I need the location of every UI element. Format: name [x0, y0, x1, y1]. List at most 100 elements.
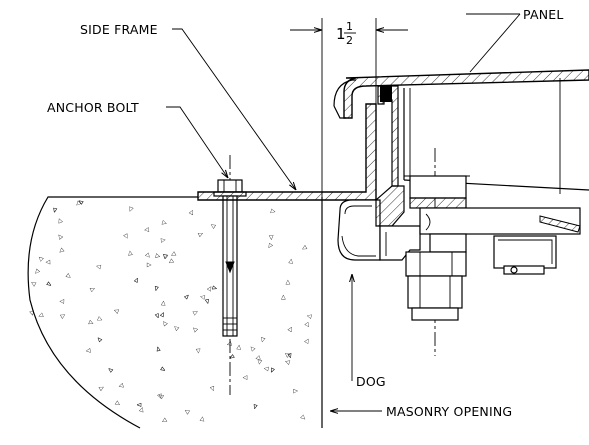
aggregate-speck: ∆ — [268, 365, 276, 374]
aggregate-speck: ◁ — [160, 236, 166, 244]
aggregate-speck: ◁ — [198, 416, 206, 422]
aggregate-speck: ◁ — [235, 344, 242, 350]
dimension-whole: 1 — [336, 25, 346, 43]
aggregate-speck: ∆ — [203, 297, 211, 305]
aggregate-speck: ◁ — [284, 358, 291, 366]
aggregate-speck: △ — [206, 284, 214, 293]
dimension-numerator: 1 — [346, 20, 353, 33]
aggregate-speck: △ — [209, 385, 216, 393]
aggregate-speck: △ — [98, 384, 107, 392]
aggregate-speck: ◁ — [56, 217, 64, 224]
aggregate-speck: ◁ — [96, 315, 103, 323]
aggregate-speck: ▽ — [123, 232, 131, 241]
aggregate-speck: ▷ — [263, 365, 269, 373]
aggregate-speck: △ — [32, 267, 40, 276]
aggregate-speck: ▷ — [65, 272, 73, 281]
aggregate-speck: ◁ — [306, 312, 312, 320]
aggregate-speck: ∆ — [44, 279, 53, 288]
aggregate-speck: ◁ — [172, 324, 180, 333]
aggregate-speck: △ — [87, 319, 95, 326]
aggregate-speck: ▽ — [127, 205, 134, 213]
aggregate-speck: ∆ — [210, 284, 218, 292]
aggregate-speck: ∆ — [182, 292, 191, 301]
aggregate-speck: ∆ — [286, 351, 294, 359]
aggregate-speck: △ — [169, 250, 178, 258]
aggregate-speck: ∆ — [95, 335, 104, 344]
aggregate-speck: ▷ — [126, 250, 134, 256]
aggregate-speck: ◁ — [209, 222, 217, 231]
aggregate-speck: △ — [259, 336, 266, 344]
aggregate-speck: ◁ — [114, 399, 122, 408]
aggregate-speck: ▽ — [282, 351, 291, 359]
aggregate-speck: △ — [156, 392, 163, 400]
aggregate-speck: ▽ — [254, 355, 262, 362]
aggregate-speck: ∆ — [136, 402, 143, 408]
aggregate-speck: ∆ — [251, 402, 259, 410]
aggregate-speck: ◁ — [113, 307, 120, 315]
aggregate-speck: △ — [58, 299, 65, 304]
aggregate-speck: △ — [161, 319, 169, 328]
aggregate-speck: ▽ — [88, 285, 96, 292]
aggregate-speck: ▷ — [166, 257, 174, 266]
aggregate-speck: ∆ — [153, 284, 161, 292]
aggregate-speck: ▷ — [45, 259, 50, 266]
aggregate-speck: ▷ — [242, 374, 247, 381]
aggregate-speck: ∆ — [51, 206, 58, 214]
roller-assembly — [405, 148, 581, 356]
aggregate-speck: ∆ — [158, 311, 167, 320]
aggregate-speck: ▷ — [138, 406, 146, 413]
aggregate-speck: ▷ — [37, 311, 44, 319]
aggregate-speck: ∆ — [106, 366, 115, 375]
aggregate-speck: ◁ — [154, 252, 161, 260]
aggregate-speck: △ — [95, 263, 103, 270]
aggregate-speck: ▷ — [265, 242, 274, 250]
dimension-denominator: 2 — [346, 34, 353, 47]
aggregate-speck: ◁ — [191, 325, 199, 334]
aggregate-speck: △ — [74, 199, 82, 208]
aggregate-speck: △ — [144, 252, 152, 261]
aggregate-speck: ◁ — [303, 321, 312, 329]
aggregate-speck: ▷ — [161, 219, 168, 227]
aggregate-speck: △ — [191, 309, 200, 317]
aggregate-speck: △ — [160, 417, 169, 425]
aggregate-speck: ◁ — [270, 207, 276, 215]
aggregate-speck: ▷ — [256, 359, 264, 365]
aggregate-speck: ◁ — [226, 340, 233, 348]
aggregate-speck: ▽ — [57, 247, 66, 255]
callout-leaders — [166, 13, 521, 411]
aggregate-speck: ▷ — [299, 414, 307, 423]
aggregate-speck: ▷ — [157, 392, 165, 401]
dog-clamp — [337, 185, 421, 261]
masonry-opening-label: MASONRY OPENING — [386, 404, 512, 419]
dimension-one-and-half: 1 1 2 — [290, 18, 408, 104]
aggregate-speck: △ — [195, 347, 200, 354]
aggregate-speck: ∆ — [155, 345, 163, 353]
aggregate-speck: ▽ — [198, 294, 206, 300]
aggregate-speck: ▷ — [143, 226, 149, 234]
concrete-aggregate-specks: ◁∆▽△△▷▷◁∆▷◁▷◁∆◁∆▽◁▽▷▷△∆△∆△◁△△▷∆◁◁∆∆∆▽∆△◁… — [29, 198, 313, 425]
aggregate-speck: ∆ — [228, 352, 237, 361]
aggregate-speck: ◁ — [248, 344, 257, 352]
panel-label: PANEL — [523, 7, 564, 22]
aggregate-speck: ◁ — [161, 253, 169, 259]
aggregate-speck: ▷ — [300, 244, 308, 253]
aggregate-speck: ◁ — [188, 208, 196, 216]
aggregate-speck: ∆ — [77, 198, 86, 207]
aggregate-speck: ∆ — [158, 365, 167, 374]
aggregate-speck: △ — [29, 309, 36, 317]
aggregate-speck: ▽ — [197, 230, 205, 237]
aggregate-speck: ◁ — [56, 233, 65, 241]
aggregate-speck: ▷ — [161, 251, 169, 260]
aggregate-speck: △ — [287, 325, 295, 334]
aggregate-speck: ◁ — [160, 300, 167, 306]
aggregate-speck: ∆ — [132, 276, 141, 285]
aggregate-speck: ◁ — [303, 337, 312, 345]
aggregate-speck: △ — [268, 234, 273, 241]
side-frame-label: SIDE FRAME — [80, 22, 158, 37]
aggregate-speck: ▷ — [29, 279, 37, 288]
aggregate-speck: ▷ — [117, 382, 124, 390]
aggregate-speck: ◁ — [36, 254, 44, 263]
aggregate-speck: △ — [288, 257, 294, 265]
concrete-slab: ◁∆▽△△▷▷◁∆▷◁▷◁∆◁∆▽◁▽▷▷△∆△∆△◁△△▷∆◁◁∆∆∆▽∆△◁… — [27, 196, 323, 429]
